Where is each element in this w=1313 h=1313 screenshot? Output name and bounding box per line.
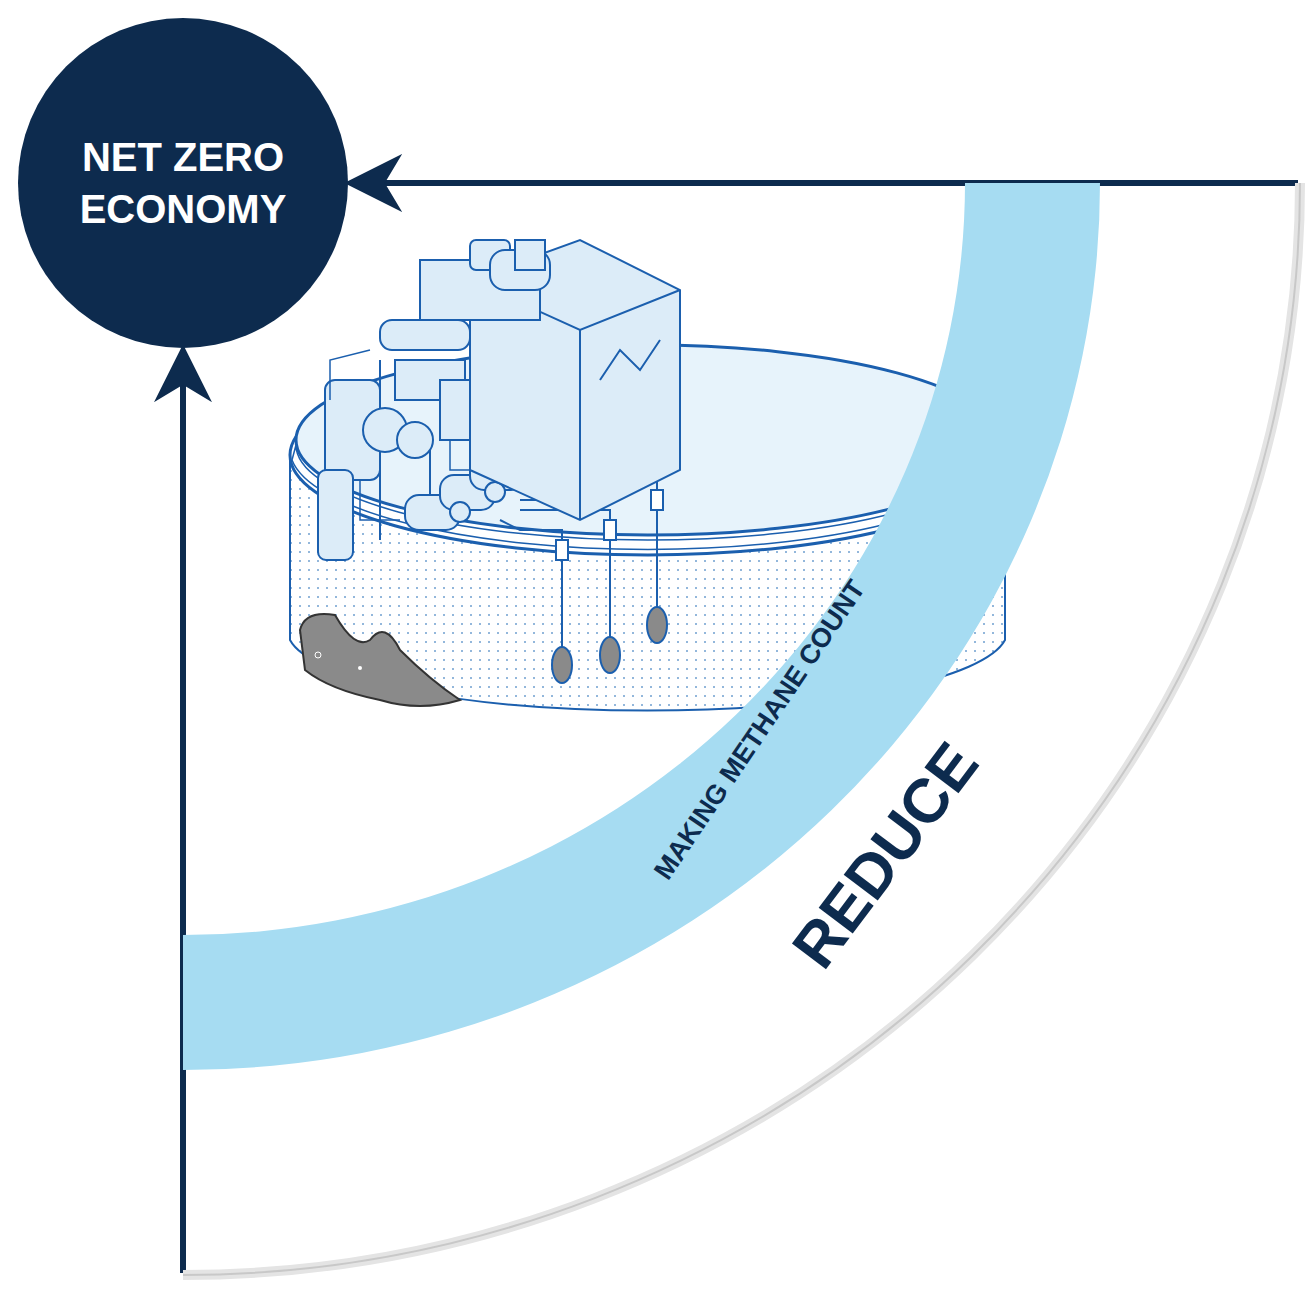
goal-label: NET ZERO ECONOMY bbox=[58, 131, 308, 235]
goal-circle: NET ZERO ECONOMY bbox=[18, 18, 348, 348]
reduce-quadrant: MAKING METHANE COUNTREDUCE bbox=[183, 183, 1300, 1295]
flow-arrow bbox=[180, 350, 186, 1273]
band-shape bbox=[183, 183, 1103, 1073]
flow-arrow bbox=[350, 180, 1298, 186]
methane-band: MAKING METHANE COUNT bbox=[183, 183, 1103, 1073]
